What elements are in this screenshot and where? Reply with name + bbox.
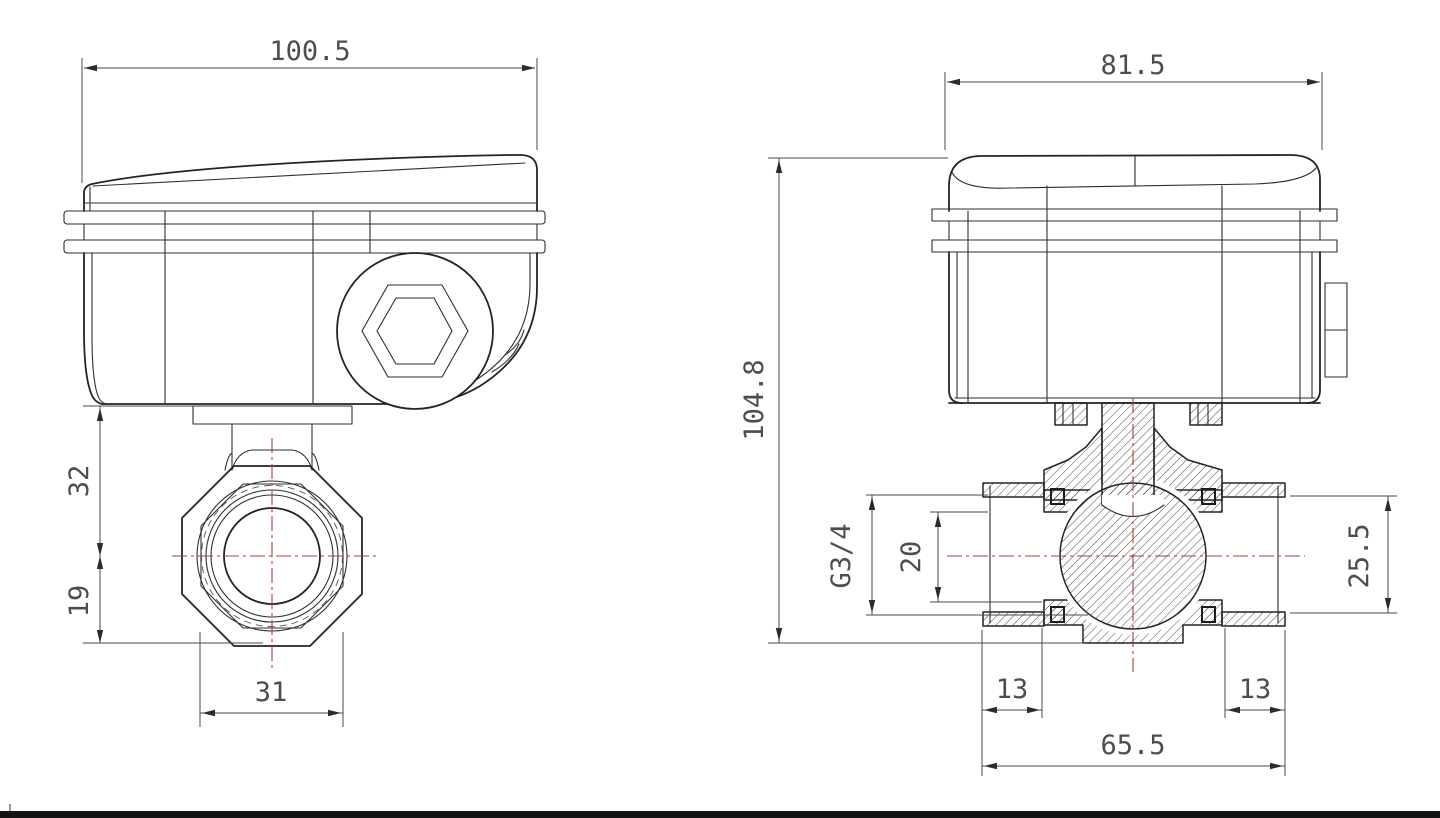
- pipe-left-bottom-wall: [982, 611, 1045, 627]
- bracket-tab-right: [1189, 402, 1223, 426]
- side-centerlines: [172, 438, 377, 668]
- dim-side-body-to-center: 32: [64, 405, 193, 556]
- dim-front-thread-right: 13: [1224, 628, 1286, 776]
- front-actuator-lid: [948, 154, 1321, 212]
- dim-front-bore: 20: [896, 511, 1042, 603]
- cable-connector-upper: [1324, 282, 1348, 331]
- dim-label: 32: [64, 465, 95, 498]
- dim-front-thread-left: 13: [981, 628, 1043, 776]
- dim-label: 20: [896, 541, 927, 574]
- dim-front-port-thread: G3/4: [826, 494, 1088, 616]
- dim-side-overall-width: 100.5: [81, 36, 538, 183]
- dim-label: 81.5: [1100, 50, 1165, 81]
- side-view: 100.5 32 19 31: [63, 36, 546, 727]
- stem: [1101, 402, 1155, 506]
- side-gland-boss: [336, 252, 494, 410]
- dim-label: 13: [996, 674, 1029, 705]
- side-mounting-bracket: [192, 405, 353, 471]
- seat-ring: [1050, 488, 1065, 505]
- front-actuator-body: [948, 185, 1348, 404]
- dim-label: 31: [255, 677, 288, 708]
- pipe-right-bottom-wall: [1221, 611, 1286, 627]
- dim-label: 19: [64, 585, 95, 618]
- seat-ring: [1201, 488, 1216, 505]
- front-view: 81.5 104.8 G3/4 20: [739, 50, 1397, 776]
- hex-nut-inner: [376, 297, 453, 365]
- dim-front-pipe-od: 25.5: [1290, 495, 1397, 614]
- dim-label: 65.5: [1100, 730, 1165, 761]
- hex-nut-outer: [361, 284, 469, 378]
- dim-front-body-length: 65.5: [982, 730, 1285, 770]
- side-clamp-bands: [63, 210, 546, 254]
- pipe-left-top-wall: [982, 482, 1045, 498]
- dim-side-center-to-bottom: 19: [64, 556, 263, 644]
- pipe-right-top-wall: [1221, 482, 1286, 498]
- cable-connector-lower: [1324, 329, 1348, 378]
- dim-side-nut-width: 31: [199, 632, 344, 727]
- dim-label: G3/4: [826, 523, 857, 588]
- bracket-tab-left: [1054, 402, 1088, 426]
- side-actuator-lid: [83, 154, 538, 212]
- dim-label: 13: [1239, 674, 1272, 705]
- dim-front-actuator-width: 81.5: [944, 50, 1323, 150]
- dim-front-overall-height: 104.8: [739, 157, 1085, 644]
- valve-cross-section: [982, 402, 1286, 644]
- title-block-bar: [0, 804, 1440, 818]
- dim-label: 104.8: [739, 359, 770, 440]
- front-centerlines: [947, 398, 1305, 672]
- side-actuator-body: [83, 210, 538, 405]
- dim-label: 100.5: [269, 36, 350, 67]
- front-clamp-bands: [931, 208, 1338, 253]
- dim-label: 25.5: [1344, 523, 1375, 588]
- seat-ring: [1201, 606, 1216, 623]
